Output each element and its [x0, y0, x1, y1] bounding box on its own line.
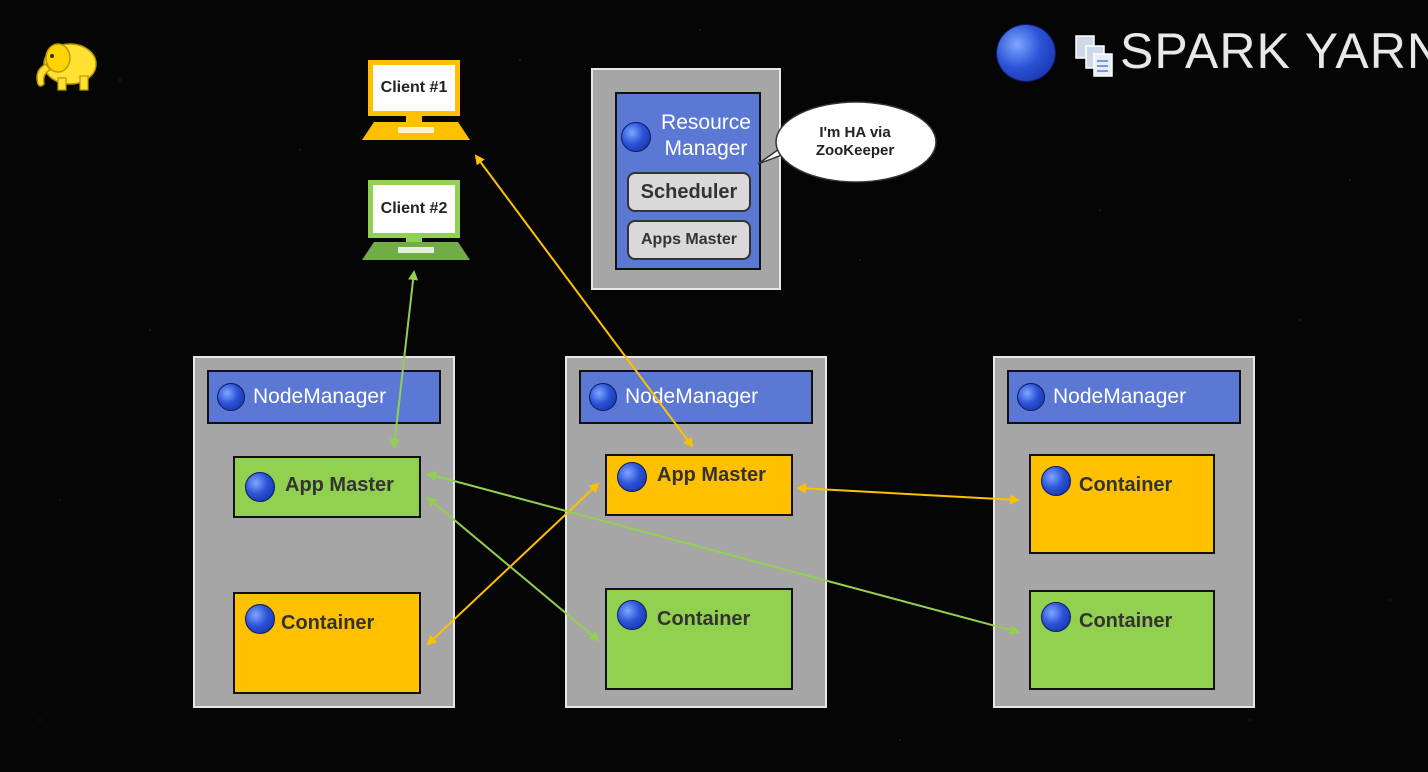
documents-icon: [1074, 34, 1114, 78]
node-1-container-yarn-icon: [245, 604, 275, 634]
node-3-nodemanager-label: NodeManager: [1053, 385, 1187, 408]
node-3-container-bottom: Container: [1029, 590, 1215, 690]
node-3-nodemanager: NodeManager: [1007, 370, 1241, 424]
resource-manager-title-line2: Manager: [664, 137, 748, 160]
node-3-container-top: Container: [1029, 454, 1215, 554]
client-2-screen: Client #2: [368, 180, 460, 238]
speech-bubble-text: I'm HA via ZooKeeper: [790, 124, 920, 160]
hadoop-elephant-icon: [28, 36, 104, 94]
node-1-app-master-yarn-icon: [245, 472, 275, 502]
client-2: Client #2: [362, 180, 470, 262]
page-title: SPARK YARN: [1120, 23, 1428, 79]
node-1-container-label: Container: [281, 612, 375, 634]
node-3-yarn-icon: [1017, 383, 1045, 411]
speech-bubble: [757, 101, 937, 183]
node-3: NodeManager Container Container: [993, 356, 1255, 708]
arrow-client1-to-appmaster2: [474, 154, 694, 448]
client-1-keyboard-icon: [362, 122, 470, 140]
client-1-label: Client #1: [380, 79, 448, 96]
yarn-logo-icon: [996, 24, 1056, 82]
node-1-app-master-label: App Master: [285, 474, 394, 496]
client-1: Client #1: [362, 60, 470, 140]
speech-bubble-line1: I'm HA via: [819, 124, 891, 141]
node-3-container-top-yarn-icon: [1041, 466, 1071, 496]
client-1-screen: Client #1: [368, 60, 460, 116]
node-3-container-top-label: Container: [1079, 474, 1173, 496]
node-1-container: Container: [233, 592, 421, 694]
arrow-client2-to-appmaster1: [389, 270, 419, 449]
arrow-appmaster1-to-container6: [426, 471, 1020, 635]
arrow-appmaster2-to-container3: [796, 483, 1020, 505]
resource-manager-title: Resource Manager: [653, 110, 759, 162]
client-2-label: Client #2: [380, 200, 448, 217]
node-1-nodemanager-label: NodeManager: [253, 385, 387, 408]
speech-bubble-line2: ZooKeeper: [815, 142, 895, 159]
client-2-keyboard-icon: [362, 242, 470, 260]
node-1-nodemanager: NodeManager: [207, 370, 441, 424]
client-2-stand: [406, 238, 422, 244]
resource-manager-yarn-icon: [621, 122, 651, 152]
node-1-yarn-icon: [217, 383, 245, 411]
node-3-container-bottom-label: Container: [1079, 610, 1173, 632]
resource-manager-title-line1: Resource: [661, 111, 751, 134]
client-1-stand: [406, 116, 422, 124]
node-1-app-master: App Master: [233, 456, 421, 518]
node-3-container-bottom-yarn-icon: [1041, 602, 1071, 632]
